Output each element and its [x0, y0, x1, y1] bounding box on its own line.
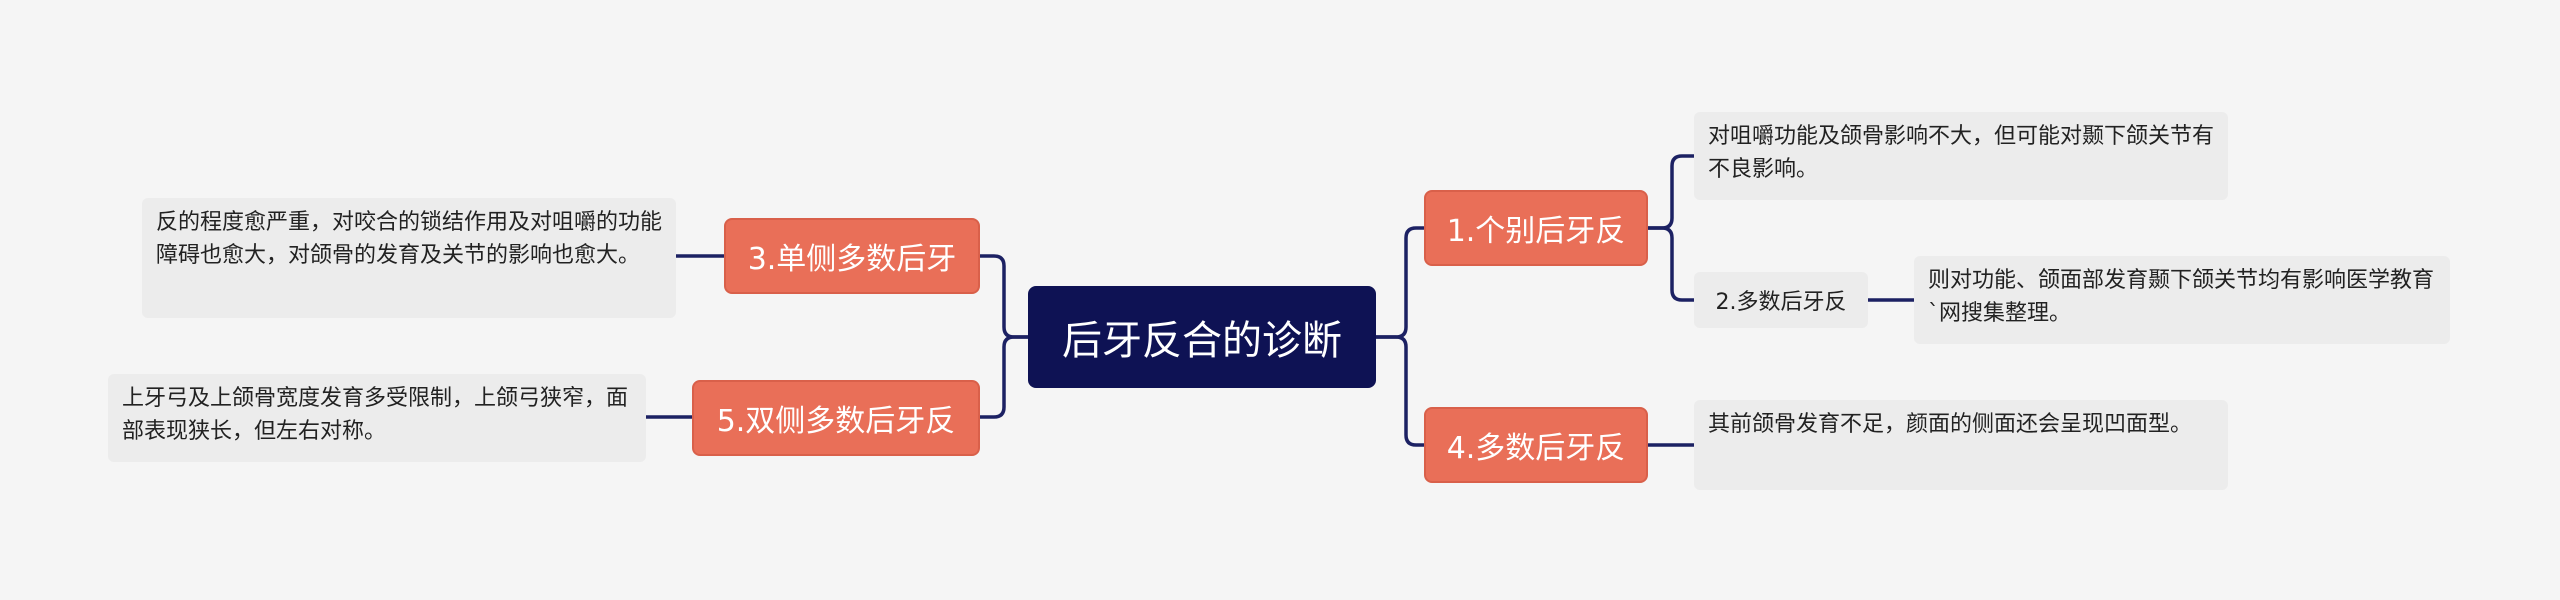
branch-unilateral-posterior[interactable]: 3.单侧多数后牙 — [724, 218, 980, 294]
branch-label: 1.个别后牙反 — [1446, 214, 1626, 249]
note-text: 对咀嚼功能及颌骨影响不大，但可能对颞下颌关节有不良影响。 — [1708, 124, 2215, 182]
branch-label: 5.双侧多数后牙反 — [716, 404, 956, 439]
connector-b1-s2 — [1646, 226, 1696, 302]
note-multiple-effect[interactable]: 则对功能、颌面部发育颞下颌关节均有影响医学教育`网搜集整理。 — [1914, 256, 2450, 344]
note-individual-effect[interactable]: 对咀嚼功能及颌骨影响不大，但可能对颞下颌关节有不良影响。 — [1694, 112, 2228, 200]
connector-root-b3 — [978, 254, 1030, 339]
connector-b1-n1 — [1646, 154, 1696, 230]
note-unilateral-effect[interactable]: 反的程度愈严重，对咬合的锁结作用及对咀嚼的功能障碍也愈大，对颌骨的发育及关节的影… — [142, 198, 676, 318]
branch-multiple-posterior[interactable]: 4.多数后牙反 — [1424, 407, 1648, 483]
note-text: 则对功能、颌面部发育颞下颌关节均有影响医学教育`网搜集整理。 — [1928, 268, 2435, 326]
branch-bilateral-posterior[interactable]: 5.双侧多数后牙反 — [692, 380, 980, 456]
note-text: 反的程度愈严重，对咬合的锁结作用及对咀嚼的功能障碍也愈大，对颌骨的发育及关节的影… — [156, 210, 663, 268]
note-text: 其前颌骨发育不足，颜面的侧面还会呈现凹面型。 — [1708, 412, 2193, 437]
root-topic-label: 后牙反合的诊断 — [1062, 318, 1342, 364]
note-bilateral-effect[interactable]: 上牙弓及上颌骨宽度发育多受限制，上颌弓狭窄，面部表现狭长，但左右对称。 — [108, 374, 646, 462]
subtopic-multiple-posterior[interactable]: 2.多数后牙反 — [1694, 272, 1868, 328]
connector-root-b1 — [1374, 226, 1426, 339]
subtopic-label: 2.多数后牙反 — [1715, 290, 1847, 315]
branch-individual-posterior[interactable]: 1.个别后牙反 — [1424, 190, 1648, 266]
connector-root-b5 — [978, 335, 1030, 419]
branch-label: 4.多数后牙反 — [1446, 431, 1626, 466]
note-text: 上牙弓及上颌骨宽度发育多受限制，上颌弓狭窄，面部表现狭长，但左右对称。 — [122, 386, 629, 444]
root-topic[interactable]: 后牙反合的诊断 — [1028, 286, 1376, 388]
branch-label: 3.单侧多数后牙 — [747, 242, 957, 277]
connector-root-b4 — [1374, 335, 1426, 447]
note-anterior-maxilla[interactable]: 其前颌骨发育不足，颜面的侧面还会呈现凹面型。 — [1694, 400, 2228, 490]
